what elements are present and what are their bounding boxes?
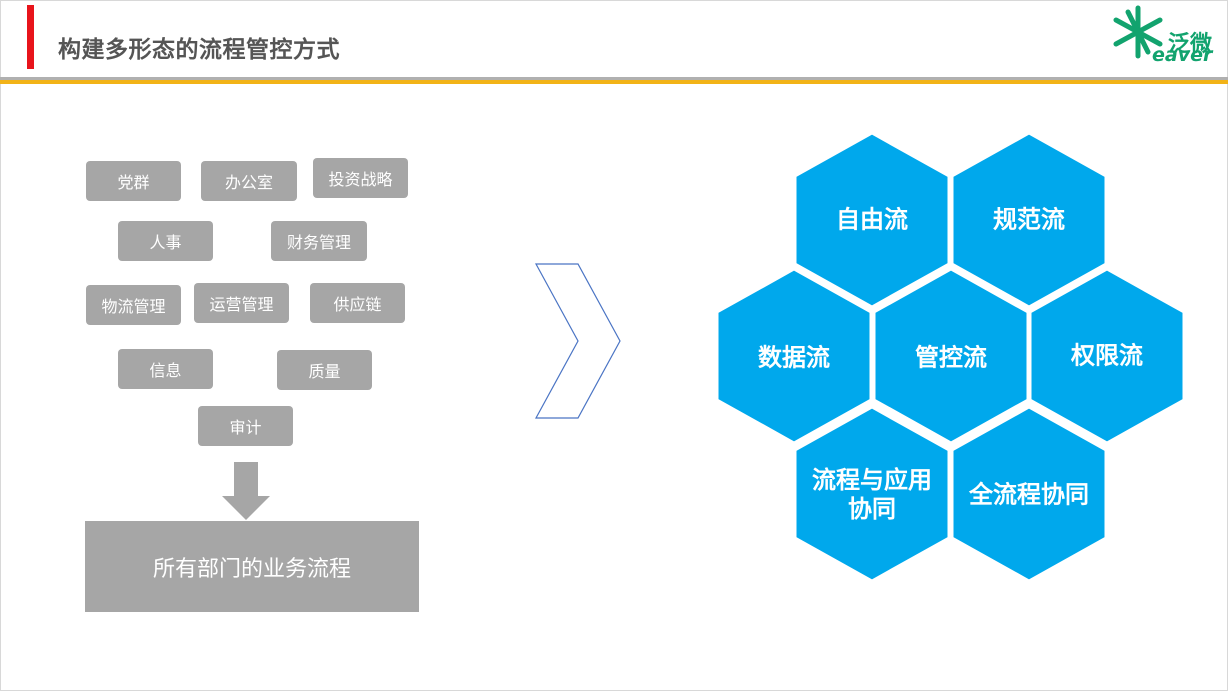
dept-box: 质量 (277, 350, 372, 390)
header-gold-divider (0, 80, 1228, 84)
all-departments-box: 所有部门的业务流程 (85, 521, 419, 612)
hexagon-label: 权限流 (1071, 341, 1143, 370)
page-title: 构建多形态的流程管控方式 (58, 37, 340, 63)
dept-box: 物流管理 (86, 285, 181, 325)
hexagon (950, 131, 1108, 309)
dept-box: 财务管理 (271, 221, 367, 261)
hexagon (950, 405, 1108, 583)
hexagon-label: 规范流 (993, 205, 1065, 234)
dept-box: 审计 (198, 406, 293, 446)
hexagon-label: 全流程协同 (969, 480, 1089, 509)
chevron-right-icon (534, 263, 621, 419)
dept-box: 运营管理 (194, 283, 289, 323)
hexagon-label: 流程与应用协同 (812, 466, 932, 523)
header-divider (0, 77, 1228, 80)
hexagon-label: 管控流 (915, 343, 987, 372)
logo-chinese-text: 泛微 (1168, 32, 1213, 57)
hexagon-label: 自由流 (836, 205, 908, 234)
title-accent-bar (27, 5, 34, 69)
dept-box: 供应链 (310, 283, 405, 323)
hexagon-label: 数据流 (758, 343, 830, 372)
dept-box: 投资战略 (313, 158, 408, 198)
hexagon (1028, 267, 1186, 445)
hexagon (793, 131, 951, 309)
dept-box: 党群 (86, 161, 181, 201)
logo-english-text: eaver (1152, 44, 1213, 66)
weaver-logo-icon (1113, 5, 1163, 59)
hexagon (715, 267, 873, 445)
dept-box: 人事 (118, 221, 213, 261)
down-arrow-icon (222, 462, 270, 520)
dept-box: 办公室 (201, 161, 297, 201)
dept-box: 信息 (118, 349, 213, 389)
hexagon (793, 405, 951, 583)
hexagon (872, 267, 1030, 445)
